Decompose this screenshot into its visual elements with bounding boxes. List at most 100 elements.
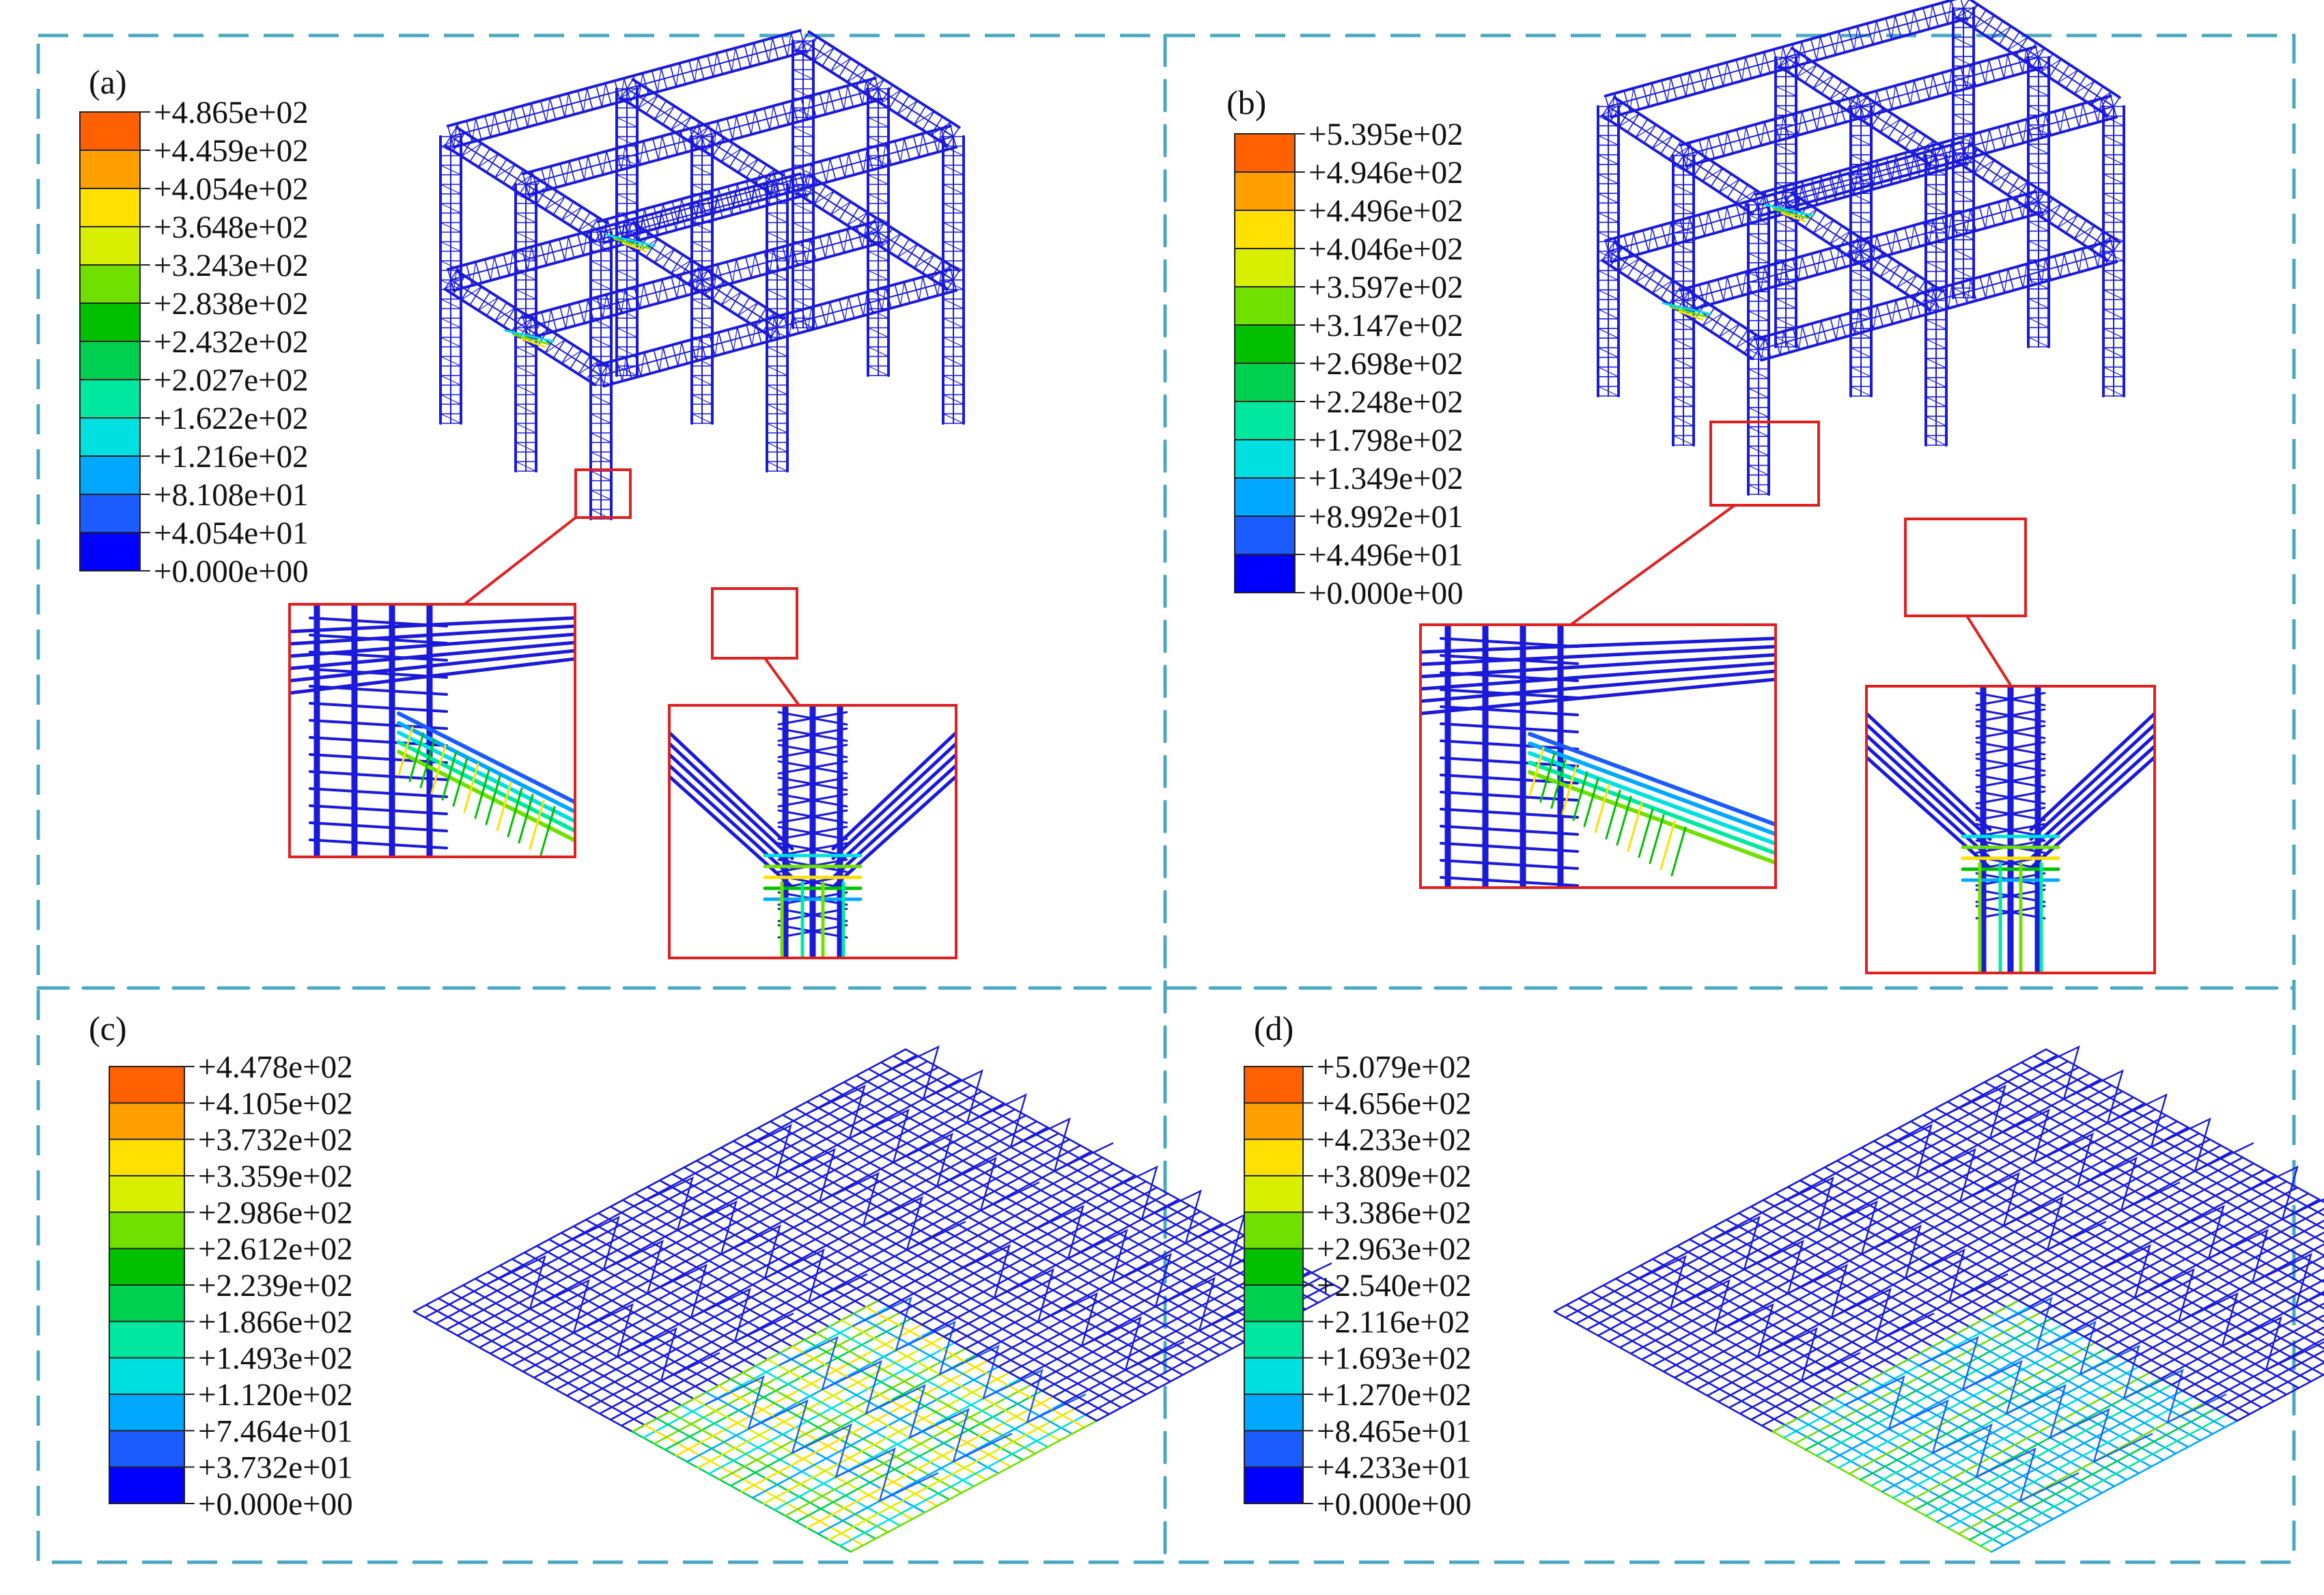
mesh-bar xyxy=(1739,1282,1987,1415)
mesh-bar xyxy=(2020,1061,2241,1184)
mesh-bar xyxy=(2165,1221,2324,1310)
mesh-bar xyxy=(803,1339,1024,1461)
mesh-bar xyxy=(609,1287,858,1421)
beam-bar xyxy=(290,632,575,658)
legend-band xyxy=(1244,1357,1303,1395)
mesh-bar xyxy=(1903,1372,2151,1505)
stirrup xyxy=(777,727,848,742)
mesh-bar xyxy=(1000,1234,1221,1357)
mesh-bar xyxy=(817,1402,1065,1535)
mesh-bar xyxy=(833,1144,1082,1278)
color-legend: +4.478e+02+4.105e+02+3.732e+02+3.359e+02… xyxy=(109,1049,353,1522)
stirrup xyxy=(1975,692,2046,707)
mesh-bar xyxy=(880,1061,1101,1184)
legend-label: +0.000e+00 xyxy=(198,1486,353,1522)
legend-label: +3.147e+02 xyxy=(1308,308,1464,343)
mesh-bar xyxy=(1717,1269,1965,1403)
legend-label: +5.395e+02 xyxy=(1308,117,1464,152)
mesh-bar xyxy=(634,1192,855,1315)
mesh-bar xyxy=(1919,1114,2168,1247)
legend-band xyxy=(1235,249,1295,287)
legend-label: +3.732e+01 xyxy=(198,1450,353,1486)
legend-band xyxy=(1244,1321,1303,1359)
beam-bar-left xyxy=(1866,711,1992,832)
mesh-bar xyxy=(892,1055,1113,1177)
mesh-bar xyxy=(2236,1373,2324,1422)
legend-band xyxy=(1235,210,1295,249)
beam-bar xyxy=(290,649,575,683)
mesh-bar xyxy=(1946,1396,2195,1529)
legend-label: +3.597e+02 xyxy=(1308,270,1464,305)
mesh-bar xyxy=(1774,1192,1996,1315)
zoom-inset-2-frame xyxy=(1865,685,2156,974)
beam xyxy=(796,173,961,291)
legend-label: +4.233e+01 xyxy=(1317,1450,1472,1486)
legend-label: +1.349e+02 xyxy=(1308,461,1464,496)
stirrup xyxy=(1440,859,1579,870)
mesh-bar xyxy=(1993,1312,2214,1435)
mesh-bar xyxy=(598,1282,847,1415)
hot-stirrup xyxy=(1561,765,1578,815)
hot-stirrup xyxy=(463,763,479,813)
mesh-bar xyxy=(1996,1074,2217,1197)
bent-up-bar xyxy=(633,1176,868,1304)
mesh-bar xyxy=(773,1377,1022,1511)
legend-label: +1.216e+02 xyxy=(154,439,309,475)
legend-label: +1.270e+02 xyxy=(1317,1377,1472,1413)
mesh-bar xyxy=(2189,1208,2324,1284)
mesh-bar xyxy=(2263,1168,2324,1204)
mesh-bar xyxy=(646,1186,867,1308)
hot-stirrup xyxy=(397,726,414,776)
legend-band xyxy=(109,1430,184,1468)
zoom-marker-1 xyxy=(574,468,632,519)
mesh-bar xyxy=(1008,1241,1257,1374)
beam-bar xyxy=(1420,677,1776,716)
legend-band xyxy=(109,1394,184,1431)
bent-up-bar xyxy=(1845,1375,2080,1503)
hot-beam-bar xyxy=(397,711,575,805)
panel-c: (c)+4.478e+02+4.105e+02+3.732e+02+3.359e… xyxy=(89,1009,1344,1553)
legend-label: +8.992e+01 xyxy=(1308,499,1464,535)
mesh-bar xyxy=(1980,1319,2202,1441)
beam-bar-left xyxy=(669,774,794,889)
legend-label: +1.866e+02 xyxy=(198,1304,353,1340)
beam-bar-left xyxy=(669,752,794,870)
mesh-bar xyxy=(830,1088,1052,1210)
bent-up-bar xyxy=(1992,1296,2227,1424)
panel-b: (b)+5.395e+02+4.946e+02+4.496e+02+4.046e… xyxy=(1227,0,2156,974)
bent-up-bar xyxy=(1024,1204,1259,1333)
mesh-bar xyxy=(779,1114,1027,1247)
legend-label: +3.386e+02 xyxy=(1317,1195,1472,1230)
zoom-marker-2 xyxy=(1904,518,2027,617)
legend-label: +1.693e+02 xyxy=(1317,1341,1472,1377)
bent-up-bar xyxy=(2238,1165,2324,1221)
mesh-bar xyxy=(1123,1168,1344,1291)
beam xyxy=(596,268,958,388)
legend-band xyxy=(1235,440,1295,479)
zoom-connector xyxy=(463,516,577,606)
panel-label: (d) xyxy=(1254,1009,1293,1047)
legend-band xyxy=(1244,1103,1303,1140)
hot-beam-bar xyxy=(397,721,575,815)
legend-label: +2.027e+02 xyxy=(154,363,309,398)
stress-hotspot xyxy=(1662,302,1712,315)
hot-stirrup xyxy=(441,750,458,801)
beam xyxy=(1754,239,2118,362)
mesh-bar xyxy=(1935,1389,2184,1523)
bent-up-bar xyxy=(2019,1045,2254,1173)
bent-up-bar xyxy=(1626,1255,1861,1383)
mesh-bar xyxy=(843,1081,1064,1204)
legend-label: +1.120e+02 xyxy=(198,1377,353,1413)
bent-up-bar xyxy=(1946,1084,2181,1213)
legend-label: +4.233e+02 xyxy=(1317,1123,1472,1158)
slab-quadrant xyxy=(1553,1176,2020,1433)
legend-label: +8.108e+01 xyxy=(154,477,309,513)
legend-label: +3.648e+02 xyxy=(154,210,309,245)
mesh-bar xyxy=(800,1126,1049,1260)
stress-hotspot xyxy=(504,329,555,343)
mesh-bar xyxy=(2181,1314,2324,1392)
stirrup xyxy=(1440,808,1579,819)
bent-up-bar xyxy=(778,1336,1013,1464)
mesh-bar xyxy=(1095,1288,1344,1422)
